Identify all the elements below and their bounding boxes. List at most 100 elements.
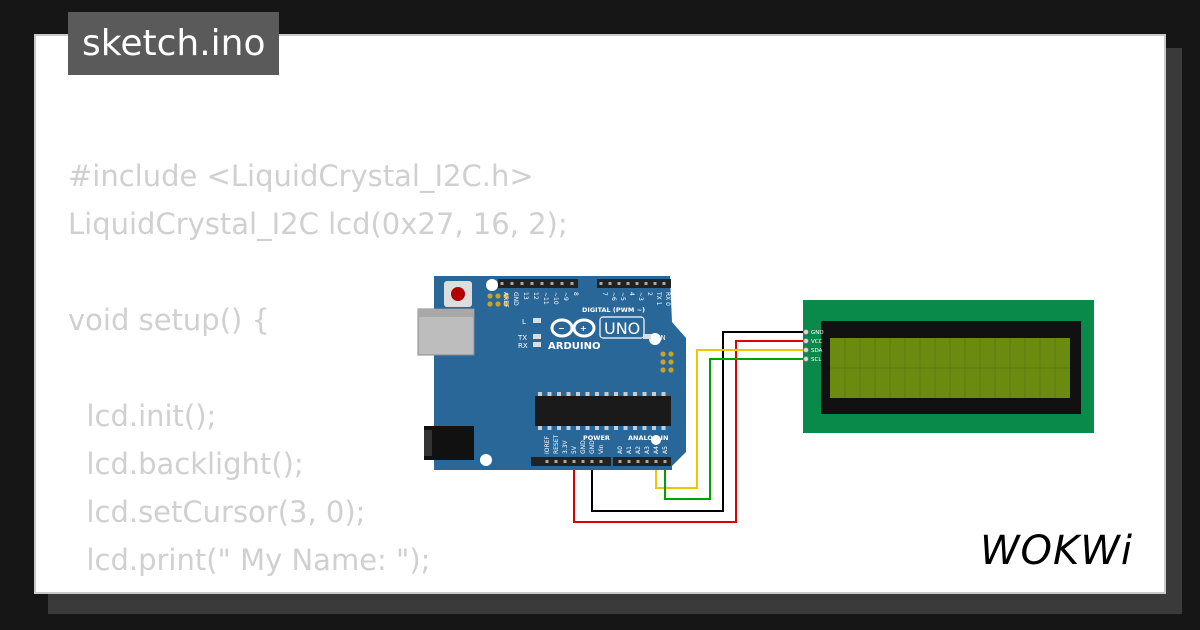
chip-pin [642,392,647,396]
analog-pin-label: A0 [617,446,624,454]
digital-pin[interactable] [570,282,574,285]
digital-pin-label: RX 0 [664,292,671,306]
analog-pin[interactable] [645,460,649,463]
led-rx [533,342,541,347]
lcd-pin[interactable] [803,347,809,353]
arduino-logo: − + [550,318,596,338]
chip-pin [614,426,618,430]
digital-pin[interactable] [500,282,504,285]
power-jack [424,426,474,460]
analog-pin[interactable] [654,460,658,463]
code-preview: #include <LiquidCrystal_I2C.h>LiquidCrys… [68,152,568,592]
digital-pin[interactable] [608,282,612,285]
led-l [533,318,541,323]
power-pin[interactable] [563,460,567,463]
analog-label: ANALOG IN [628,434,668,442]
chip-pin [633,426,637,430]
lcd-pin[interactable] [803,356,809,362]
analog-pin[interactable] [627,460,631,463]
wire-gnd [591,331,806,512]
power-pin-label: IOREF [544,436,551,454]
led-tx-label: TX [517,334,527,342]
digital-pin[interactable] [635,282,639,285]
analog-pin-label: A2 [635,446,642,454]
chip-pin [538,392,542,396]
chip-pin [576,392,580,396]
chip-pin [661,392,666,396]
chip-pin [623,426,628,430]
digital-pin[interactable] [510,282,514,285]
power-pin-label: 3.3V [562,439,569,454]
power-pin[interactable] [599,460,603,463]
code-line: void setup() { [68,303,270,337]
lcd-pin-label: SCL [811,357,822,363]
led-l-label: L [522,318,526,326]
logo-text: WOKWi [980,528,1133,574]
power-pin[interactable] [590,460,594,463]
analog-pin[interactable] [618,460,622,463]
digital-pin[interactable] [550,282,554,285]
filename-label: sketch.ino [68,12,280,75]
chip-pin [661,426,666,430]
digital-pin-label: GND [512,292,519,306]
power-pin-label: GND [589,440,596,454]
digital-pin-label: ~9 [562,292,569,301]
digital-pin-label: 2 [646,292,653,296]
chip-pin [557,426,561,430]
chip-pin [604,392,609,396]
chip-pin [585,426,590,430]
chip-pin [566,426,571,430]
digital-pin[interactable] [644,282,648,285]
wire-vcc [573,340,806,523]
digital-pin-label: 8 [572,292,579,296]
analog-pin-label: A5 [662,446,669,454]
svg-text:+: + [580,324,587,333]
digital-pin[interactable] [653,282,657,285]
chip-pin [547,392,552,396]
chip-pin [633,392,637,396]
power-pin[interactable] [545,460,549,463]
led-on-label: ON [655,334,666,342]
digital-pin[interactable] [520,282,524,285]
power-pin[interactable] [581,460,585,463]
digital-pin[interactable] [662,282,666,285]
lcd-pin[interactable] [803,329,809,335]
digital-pin-label: ~3 [637,292,644,301]
lcd-pin[interactable] [803,338,809,344]
digital-pin[interactable] [560,282,564,285]
chip-pin [595,426,599,430]
power-pin[interactable] [572,460,576,463]
chip-pin [652,392,656,396]
digital-pin[interactable] [626,282,630,285]
chip-pin [585,392,590,396]
svg-text:−: − [558,324,565,333]
digital-pin-label: ~11 [542,292,549,305]
digital-pin-label: ~5 [619,292,626,301]
power-pin-label: Vin [598,444,605,454]
power-pin-label: RESET [553,434,560,454]
digital-pin[interactable] [617,282,621,285]
wire-sda [655,349,806,489]
digital-pin-label: 13 [522,292,529,300]
power-pin-label: GND [580,440,587,454]
digital-pin-label: 12 [532,292,539,300]
analog-pin[interactable] [636,460,640,463]
analog-pin[interactable] [663,460,667,463]
digital-pin[interactable] [530,282,534,285]
code-line: lcd.print(" My Name: "); [68,543,431,577]
power-pin[interactable] [554,460,558,463]
digital-pin[interactable] [599,282,603,285]
code-line: lcd.setCursor(3, 0); [68,495,366,529]
power-label: POWER [583,434,610,442]
lcd-pin-label: SDA [811,348,823,354]
code-line: lcd.init(); [68,399,217,433]
digital-label: DIGITAL (PWM ~) [582,306,645,314]
analog-pin-label: A3 [644,446,651,454]
chip-pin [557,392,561,396]
digital-pin[interactable] [540,282,544,285]
lcd-pin-label: VCC [811,339,823,345]
analog-pin-label: A4 [653,446,660,454]
